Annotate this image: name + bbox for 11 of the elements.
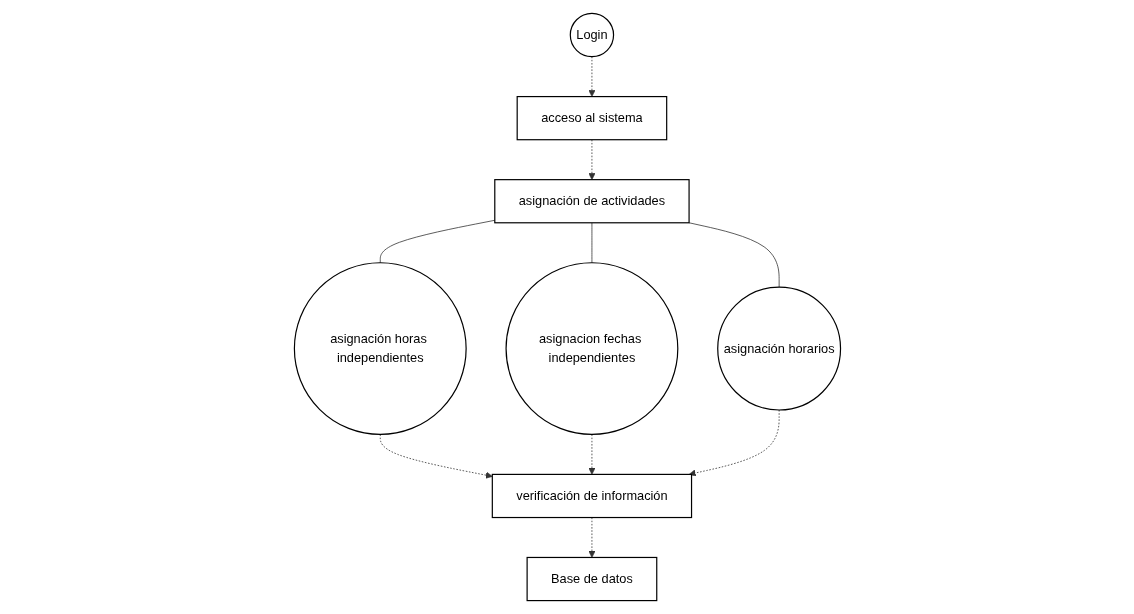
node-circle: asignación horarios bbox=[716, 286, 841, 411]
node-circle: asignación horas independientes bbox=[293, 262, 467, 436]
connector bbox=[591, 222, 592, 264]
connector bbox=[688, 222, 780, 288]
node-box: asignación de actividades bbox=[493, 179, 690, 224]
node-circle: Login bbox=[569, 12, 614, 58]
node-box: verificación de información bbox=[491, 473, 692, 519]
node-box: acceso al sistema bbox=[516, 96, 667, 141]
connector bbox=[379, 219, 495, 264]
node-box: Base de datos bbox=[526, 556, 657, 602]
node-circle: asignacion fechas independientes bbox=[505, 262, 678, 436]
